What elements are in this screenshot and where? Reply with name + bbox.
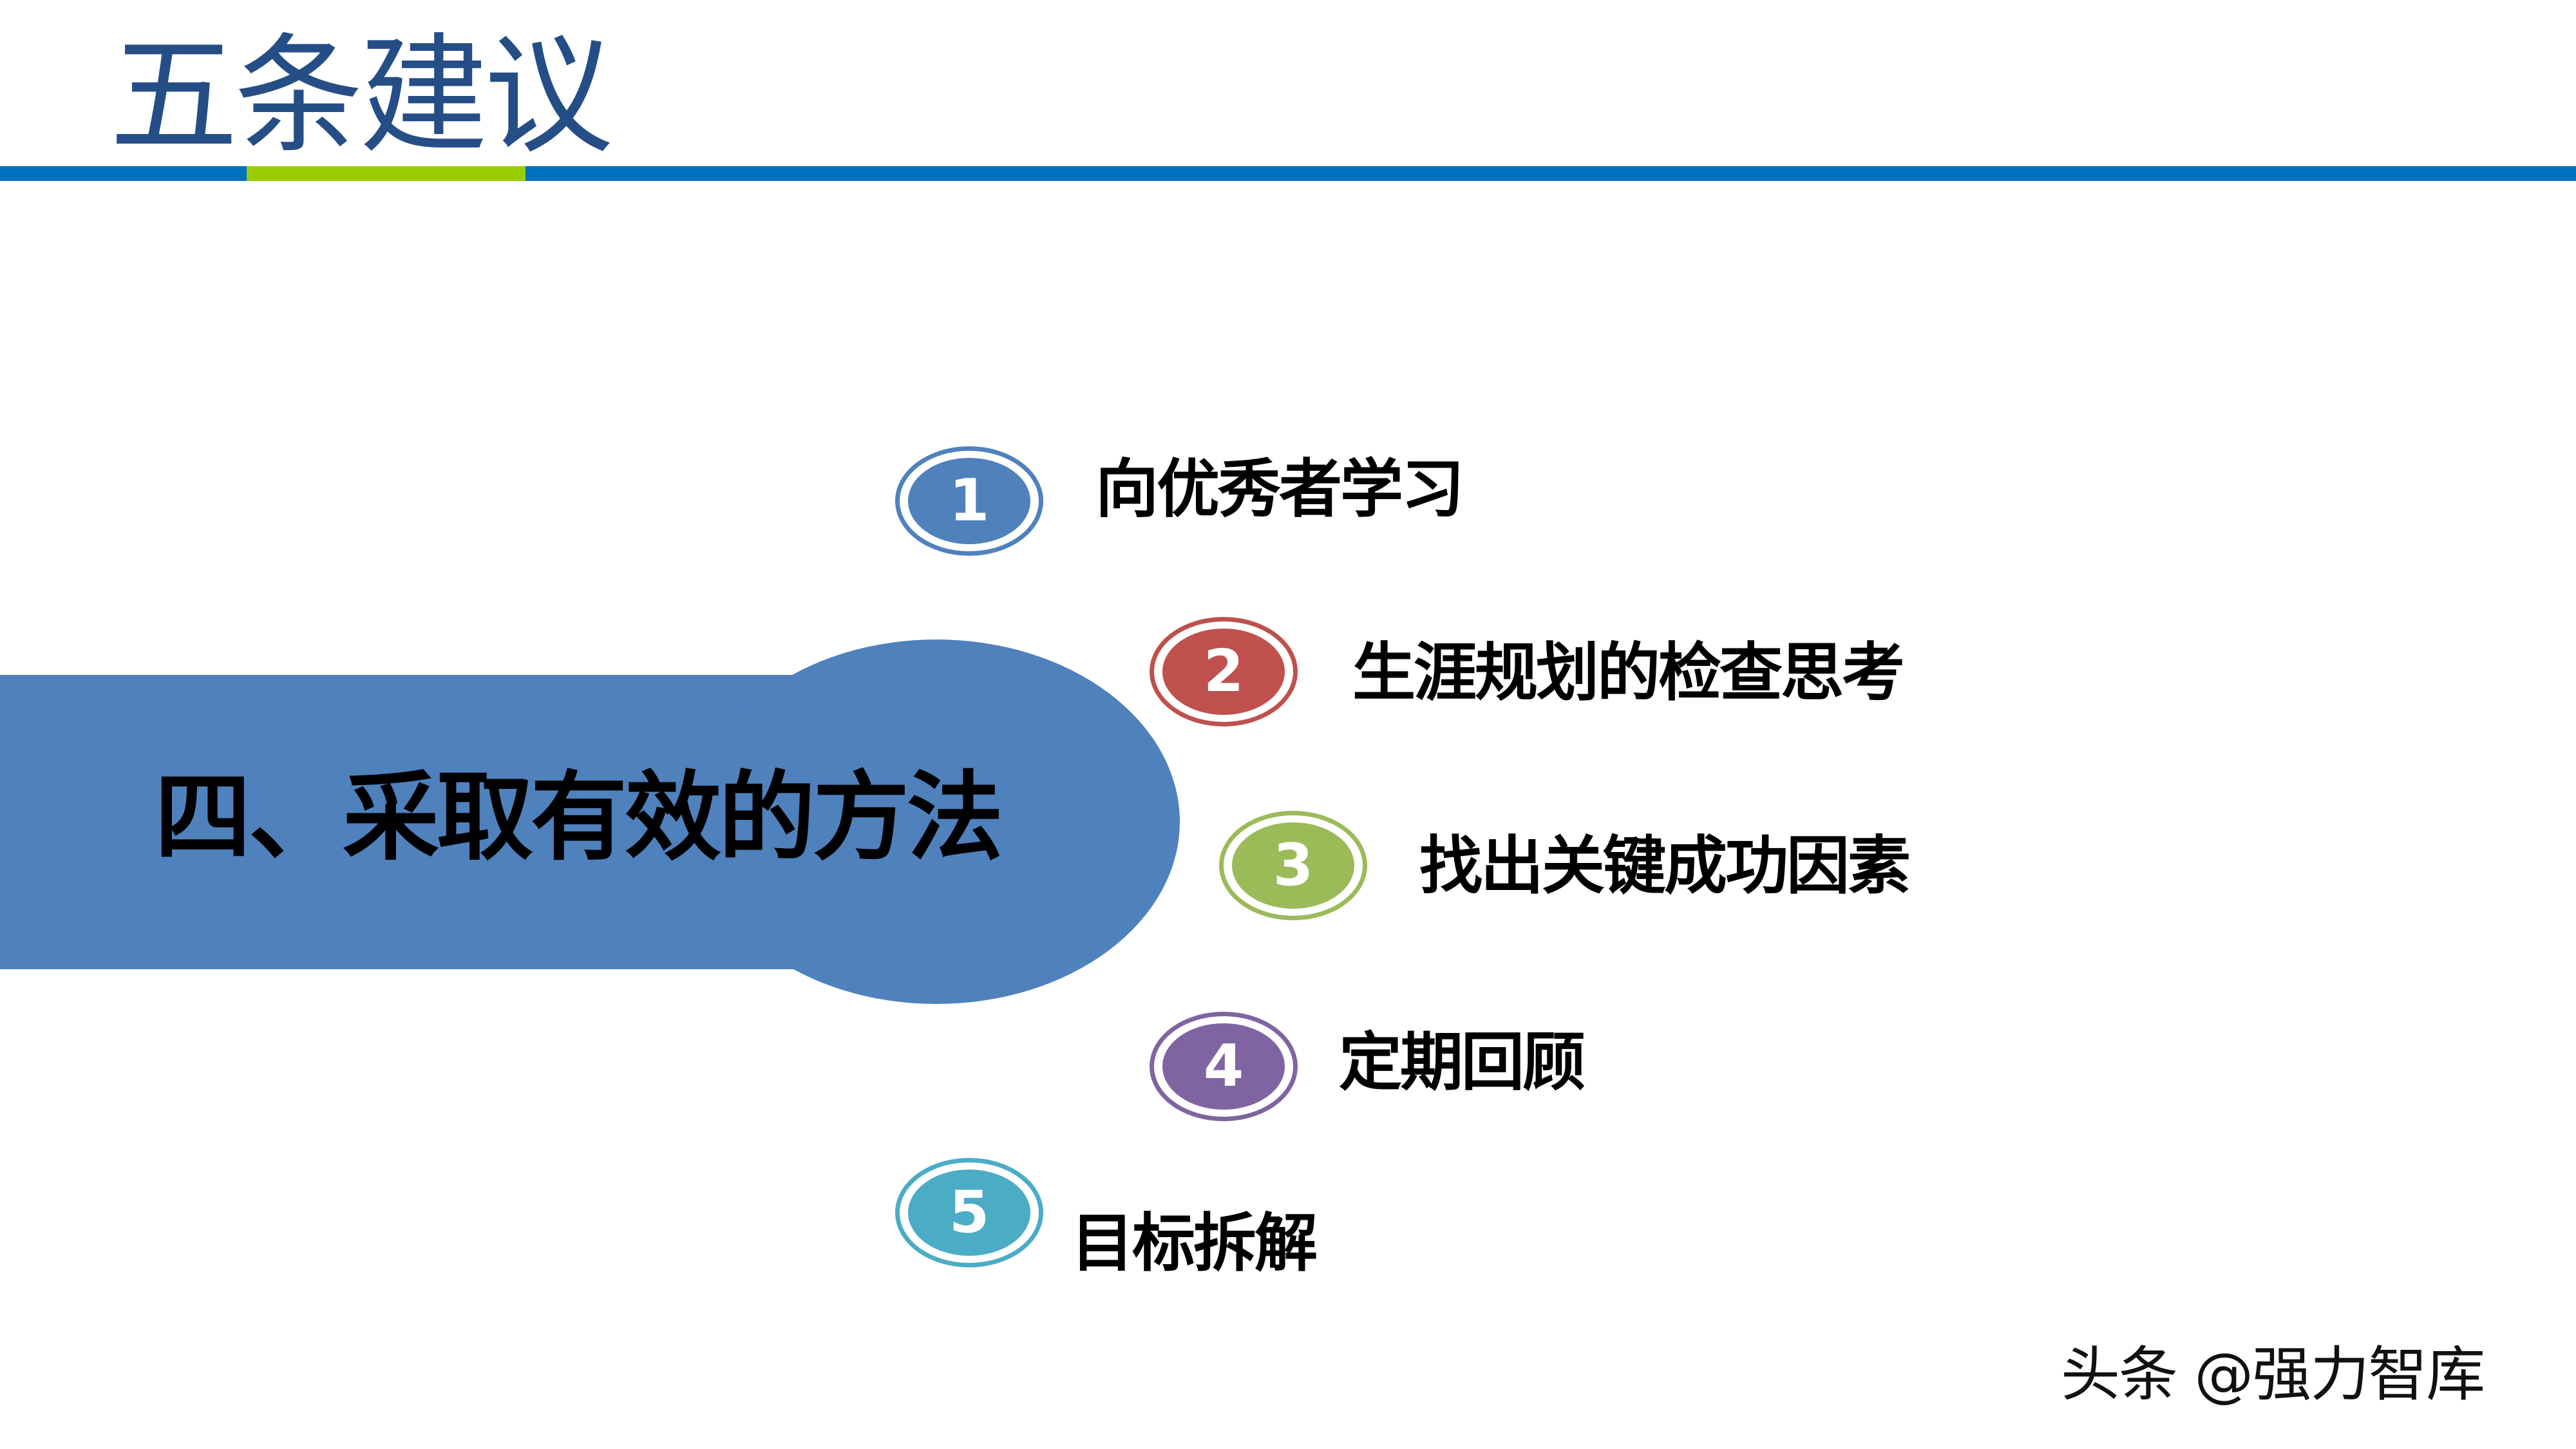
item-1-number: 1: [908, 458, 1030, 544]
item-4-badge: 4: [1150, 1012, 1298, 1121]
item-5-number: 5: [908, 1170, 1030, 1256]
item-3-label: 找出关键成功因素: [1419, 829, 1911, 903]
item-5-badge: 5: [895, 1158, 1043, 1267]
title-underline-bar: [0, 166, 2576, 181]
slide-title: 五条建议: [109, 21, 613, 171]
title-underline-accent: [247, 166, 526, 181]
item-4-label: 定期回顾: [1339, 1026, 1586, 1099]
item-4-number: 4: [1162, 1023, 1285, 1110]
item-1-badge: 1: [895, 446, 1043, 556]
item-2-badge: 2: [1150, 617, 1298, 726]
item-5-label: 目标拆解: [1071, 1207, 1318, 1280]
watermark: 头条 @强力智库: [2061, 1340, 2485, 1409]
item-1-label: 向优秀者学习: [1095, 453, 1464, 526]
section-heading: 四、采取有效的方法: [155, 762, 1003, 874]
item-3-badge: 3: [1219, 811, 1367, 920]
item-3-number: 3: [1232, 822, 1354, 909]
section-banner-ellipse: [693, 639, 1180, 1004]
item-2-label: 生涯规划的检查思考: [1352, 636, 1905, 710]
item-2-number: 2: [1162, 629, 1285, 715]
